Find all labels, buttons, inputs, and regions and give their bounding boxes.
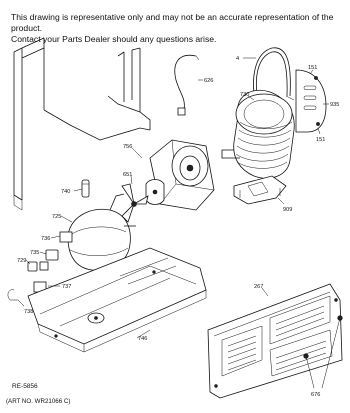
callout-label-651: 651: [123, 172, 132, 178]
art-number: (ART NO. WR21066 C): [6, 398, 71, 405]
callout-label-151-bottom: 151: [316, 137, 325, 143]
callout-label-151-top: 151: [308, 65, 317, 71]
condenser-bracket: [233, 175, 287, 205]
screws: [303, 315, 343, 389]
callout-label-909: 909: [283, 207, 292, 213]
callout-label-735: 735: [30, 250, 39, 256]
callout-label-746: 746: [138, 336, 147, 342]
cover-plate: [295, 69, 327, 133]
base-pan: [27, 247, 207, 353]
condenser-coil: [221, 90, 295, 179]
fan-motor-assembly: [145, 139, 215, 211]
reference-code: RE-5856: [12, 383, 38, 390]
start-capacitor: [81, 179, 90, 198]
callout-label-676: 676: [311, 392, 320, 398]
callout-label-736: 736: [41, 236, 50, 242]
callout-label-737: 737: [62, 284, 71, 290]
disclaimer-line-1: This drawing is representative only and …: [11, 12, 334, 33]
cabinet-frame: [13, 37, 151, 211]
fan-blade: [121, 183, 149, 223]
callout-label-738: 738: [24, 309, 33, 315]
callout-label-626: 626: [204, 78, 213, 84]
callout-labels: 4 626 151 730 935 151 756 651 740 909 72…: [17, 56, 339, 398]
relay-overload-parts: [7, 249, 59, 301]
disclaimer-line-2: Contact your Parts Dealer should any que…: [11, 34, 217, 44]
callout-leaders: [17, 57, 329, 339]
wire-harness: [174, 54, 200, 116]
compressor: [59, 193, 136, 271]
callout-label-935: 935: [330, 102, 339, 108]
callout-label-756: 756: [123, 144, 132, 150]
disclaimer-notice: This drawing is representative only and …: [11, 12, 346, 45]
callout-label-729: 729: [17, 258, 26, 264]
callout-label-4: 4: [236, 56, 239, 62]
back-access-panel: [207, 283, 343, 399]
callout-label-730: 730: [240, 92, 249, 98]
callout-label-725: 725: [52, 214, 61, 220]
callout-label-267: 267: [254, 284, 263, 290]
callout-label-740: 740: [61, 189, 70, 195]
